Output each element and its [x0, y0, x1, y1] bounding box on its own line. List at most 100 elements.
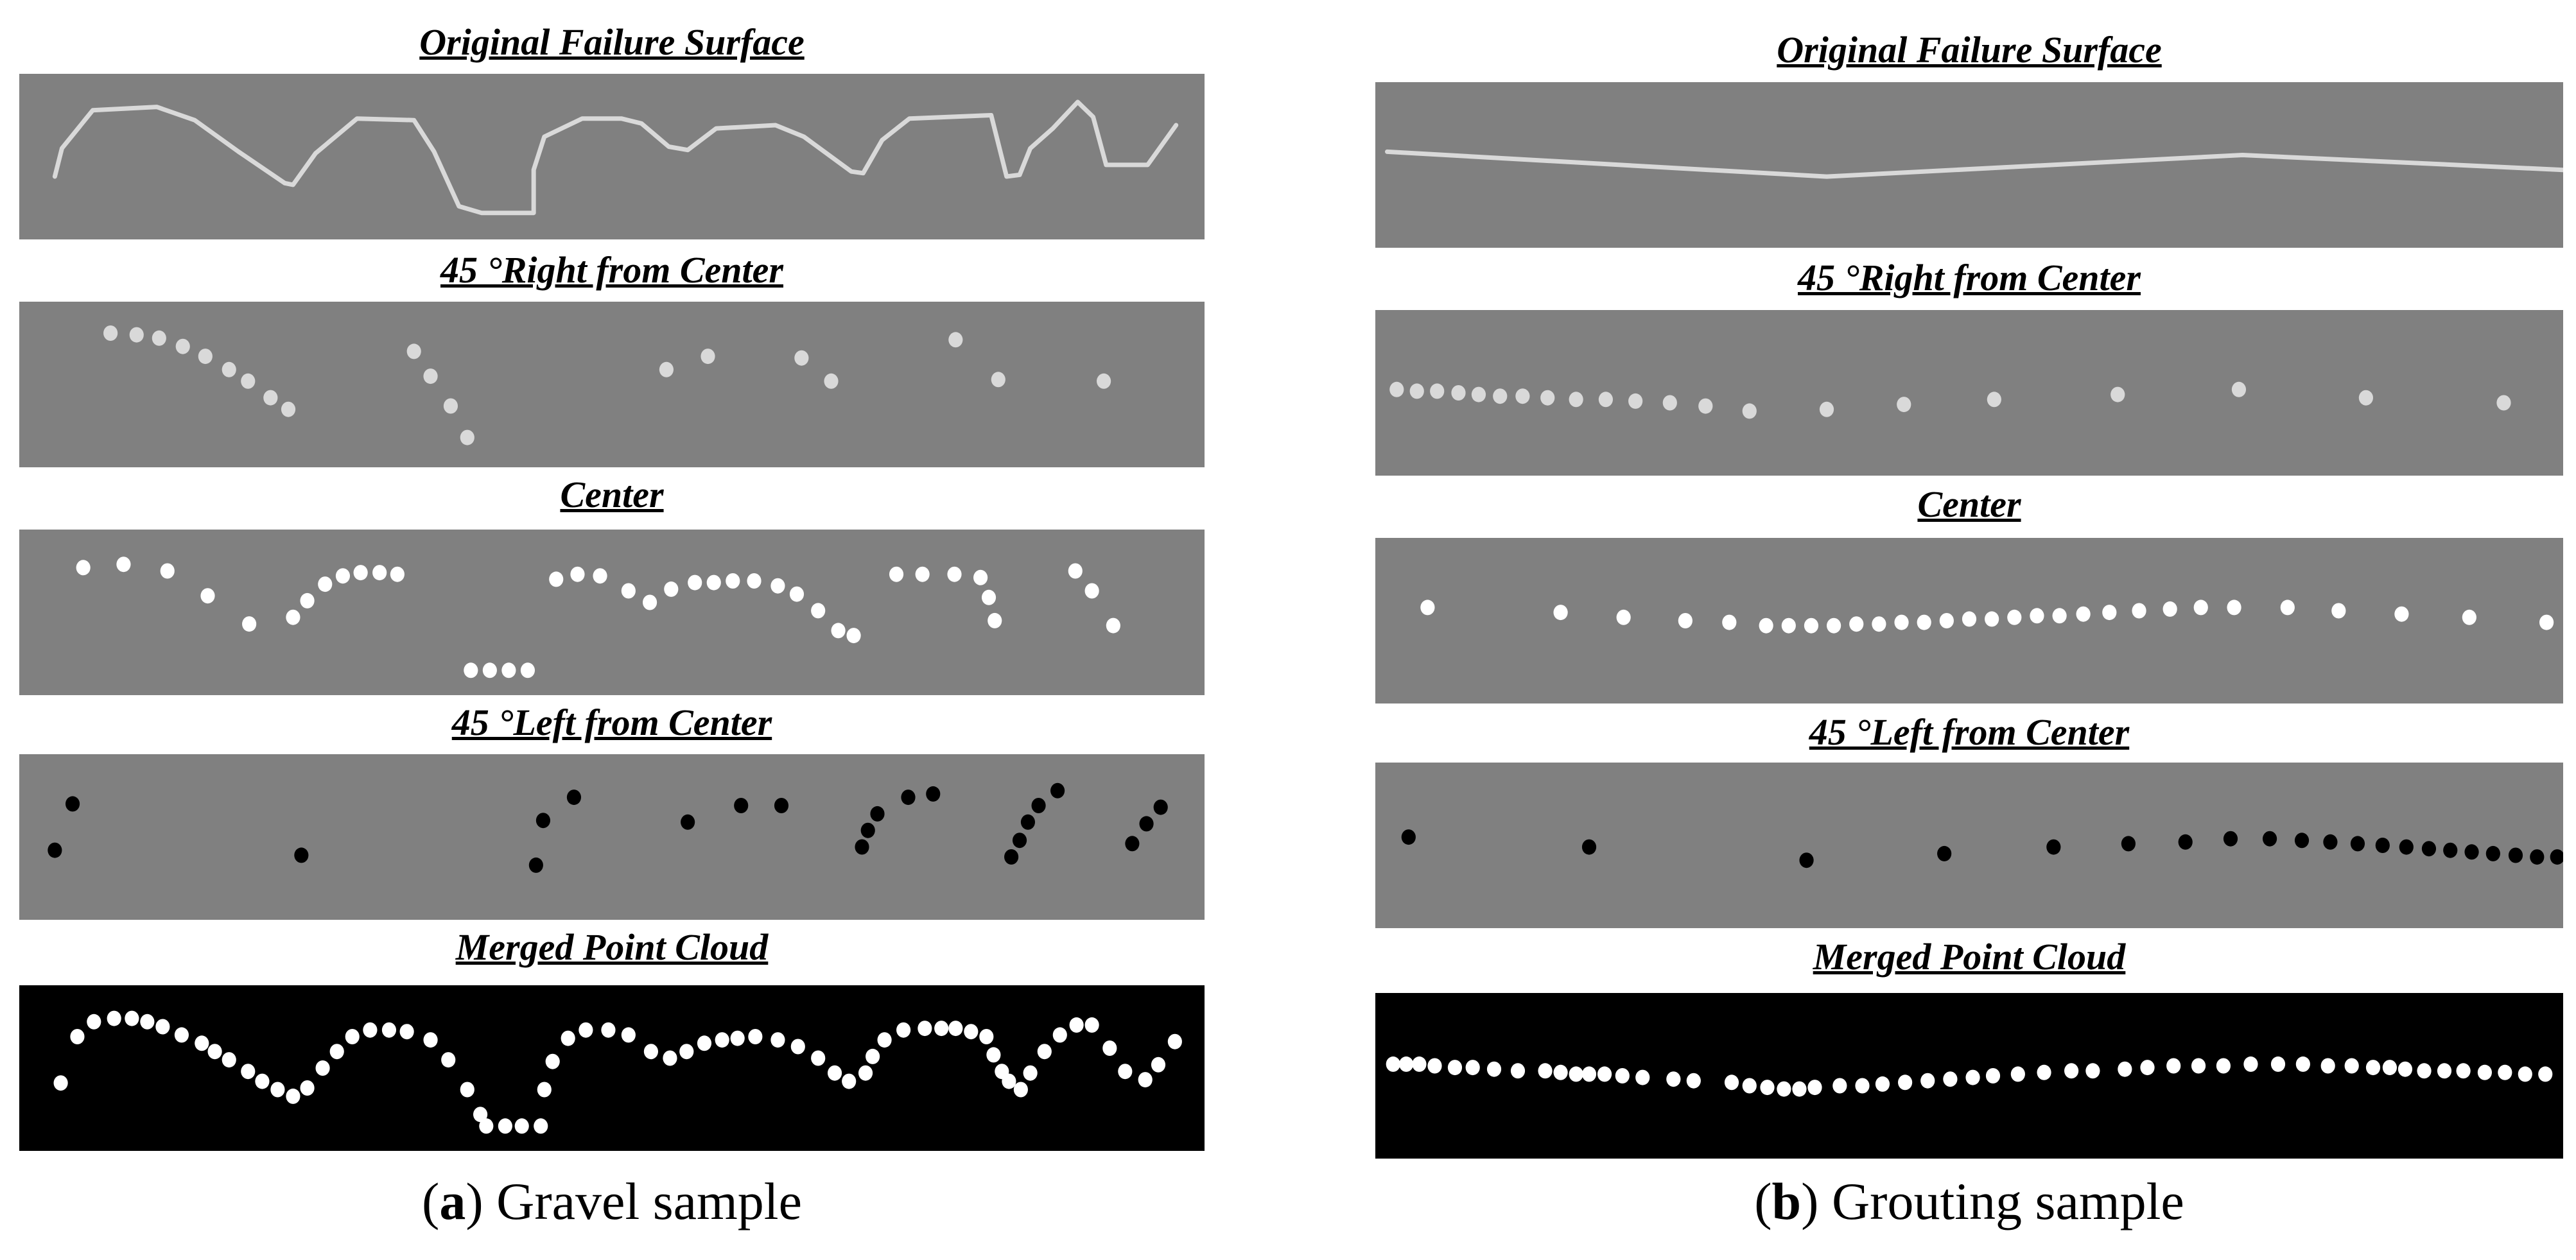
- point-cloud-dot: [2538, 1066, 2553, 1082]
- point-cloud-dot: [2102, 605, 2117, 621]
- point-cloud-dot: [2464, 844, 2479, 860]
- point-cloud-dot: [988, 612, 1002, 628]
- point-cloud-dot: [175, 338, 190, 354]
- point-cloud-dot: [901, 790, 916, 806]
- point-cloud-dot: [1760, 1080, 1775, 1096]
- point-cloud-dot: [2550, 849, 2563, 865]
- point-cloud-dot: [2227, 600, 2241, 616]
- point-cloud-dot: [2295, 1056, 2310, 1072]
- point-cloud-dot: [1569, 392, 1583, 408]
- point-cloud-dot: [2030, 608, 2044, 624]
- point-cloud-dot: [70, 1029, 85, 1044]
- point-cloud-dot: [1686, 1073, 1701, 1089]
- point-cloud-dot: [827, 1065, 842, 1081]
- point-cloud-dot: [964, 1024, 979, 1040]
- point-cloud-dot: [423, 368, 438, 384]
- column-grouting-sample: Original Failure Surface 45 °Right from …: [1375, 0, 2563, 1260]
- point-cloud-dot: [2191, 1058, 2206, 1074]
- point-cloud-dot: [1118, 1064, 1133, 1080]
- point-cloud-dot: [281, 401, 296, 417]
- point-cloud-dot: [991, 372, 1005, 388]
- point-cloud-dot: [2262, 831, 2277, 847]
- point-cloud-dot: [87, 1014, 101, 1030]
- column-gravel-sample: Original Failure Surface 45 °Right from …: [19, 0, 1205, 1260]
- point-cloud-dot: [1698, 398, 1713, 414]
- point-cloud-dot: [1920, 1073, 1935, 1089]
- point-cloud-dot: [460, 1082, 474, 1098]
- point-cloud-dot: [1420, 600, 1435, 616]
- point-cloud-dot: [1538, 1063, 1553, 1079]
- point-cloud-dot: [2477, 1064, 2492, 1080]
- point-cloud-dot: [372, 565, 387, 581]
- point-cloud-dot: [482, 662, 497, 678]
- point-cloud-dot: [1138, 1072, 1153, 1088]
- failure-surface-profile: [55, 102, 1176, 213]
- point-cloud-dot: [270, 1082, 285, 1098]
- point-cloud-dot: [1985, 1068, 2001, 1083]
- point-cloud-dot: [2350, 836, 2365, 852]
- point-cloud-dot: [2344, 1058, 2359, 1074]
- point-cloud-dot: [846, 628, 861, 644]
- point-cloud-dot: [643, 1044, 658, 1060]
- point-cloud-dot: [1804, 617, 1819, 634]
- point-cloud-dot: [663, 1050, 677, 1066]
- caption-gravel-sample: (a) Gravel sample: [422, 1172, 802, 1230]
- panel-45-left-from-center: [1375, 763, 2563, 928]
- point-cloud-dot: [53, 1075, 68, 1091]
- point-cloud-dot: [811, 1050, 826, 1066]
- point-cloud-dot: [1742, 403, 1757, 419]
- point-cloud-dot: [1139, 816, 1154, 832]
- panel-merged-point-cloud: [1375, 993, 2563, 1159]
- caption-text: Grouting sample: [1831, 1172, 2184, 1230]
- point-cloud-dot: [1401, 829, 1416, 845]
- point-cloud-dot: [381, 1022, 397, 1038]
- point-cloud-dot: [107, 1010, 121, 1026]
- point-cloud-dot: [1943, 1071, 1958, 1087]
- point-cloud-dot: [1037, 1044, 1052, 1060]
- point-cloud-dot: [2323, 834, 2338, 850]
- point-cloud-dot: [1598, 392, 1613, 408]
- point-cloud-dot: [48, 842, 62, 858]
- panel-title: 45 °Left from Center: [451, 702, 772, 743]
- point-cloud-dot: [441, 1052, 456, 1068]
- point-cloud-dot: [1781, 617, 1796, 634]
- point-cloud-dot: [855, 839, 869, 855]
- point-cloud-dot: [390, 566, 405, 582]
- point-cloud-dot: [1540, 390, 1555, 406]
- point-cloud-dot: [1581, 839, 1597, 855]
- point-cloud-dot: [2037, 1064, 2051, 1080]
- point-cloud-dot: [774, 798, 789, 813]
- point-cloud-dot: [1031, 798, 1046, 813]
- point-cloud-dot: [2320, 1058, 2335, 1074]
- point-cloud-dot: [1471, 386, 1486, 402]
- panel-title: Original Failure Surface: [419, 21, 805, 63]
- point-cloud-dot: [1023, 1065, 1038, 1081]
- point-cloud-dot: [195, 1035, 209, 1051]
- point-cloud-dot: [2294, 833, 2310, 849]
- point-cloud-dot: [1102, 1040, 1117, 1056]
- point-cloud-dot: [1897, 397, 1911, 413]
- point-cloud-dot: [1635, 1069, 1650, 1085]
- panel-title: Original Failure Surface: [1777, 29, 2162, 71]
- point-cloud-dot: [748, 1029, 763, 1044]
- caption-grouting-sample: (b) Grouting sample: [1754, 1172, 2184, 1230]
- point-cloud-dot: [2382, 1060, 2397, 1076]
- point-cloud-dot: [473, 1107, 488, 1123]
- point-cloud-dot: [561, 1030, 575, 1046]
- point-cloud-dot: [1106, 617, 1120, 634]
- point-cloud-dot: [1510, 1063, 1526, 1079]
- point-cloud-dot: [915, 566, 930, 582]
- point-cloud-dot: [1125, 836, 1140, 852]
- point-cloud-dot: [1827, 617, 1841, 634]
- point-cloud-dot: [2443, 842, 2458, 858]
- point-cloud-dot: [889, 566, 904, 582]
- point-cloud-dot: [1409, 383, 1424, 399]
- point-cloud-dot: [318, 576, 333, 592]
- point-cloud-dot: [174, 1027, 189, 1043]
- point-cloud-dot: [255, 1073, 270, 1089]
- point-cloud-dot: [730, 1030, 745, 1046]
- point-cloud-dot: [501, 662, 516, 678]
- point-cloud-dot: [866, 1048, 880, 1064]
- point-cloud-dot: [2399, 839, 2414, 855]
- point-cloud-dot: [1807, 1080, 1822, 1096]
